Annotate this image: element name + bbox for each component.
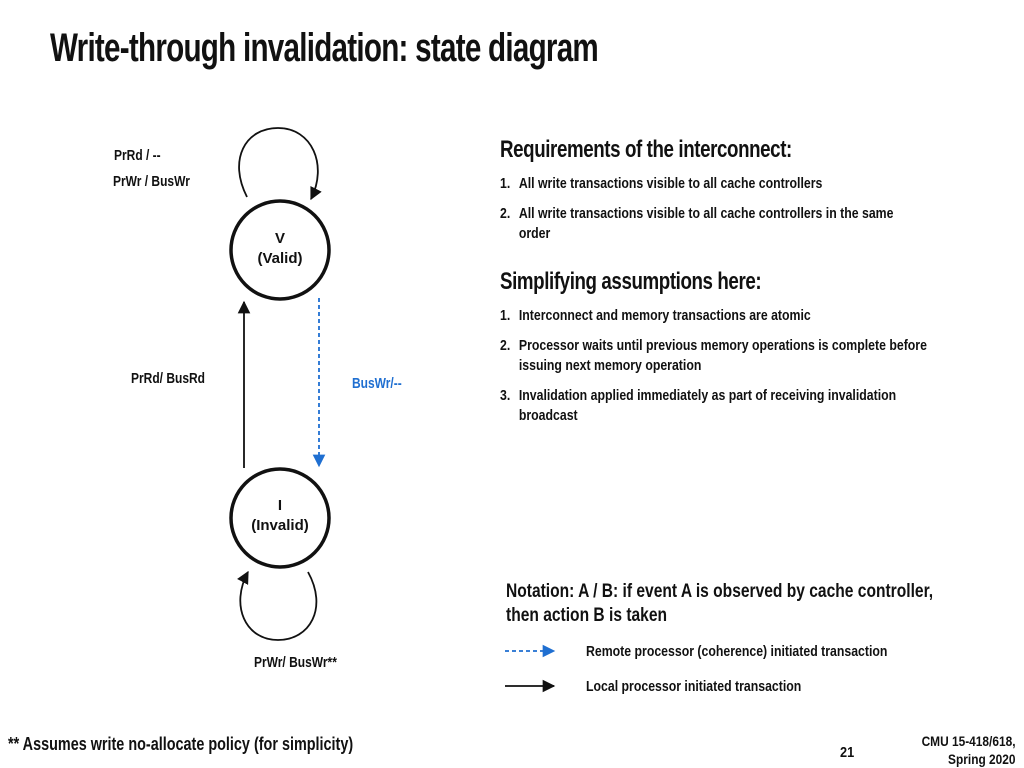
label-v-self-line1: PrRd / --	[114, 147, 161, 164]
transition-i-self-loop	[237, 570, 318, 641]
footnote: ** Assumes write no-allocate policy (for…	[8, 734, 354, 754]
assumptions-heading: Simplifying assumptions here:	[500, 268, 762, 295]
state-valid-name: (Valid)	[257, 250, 302, 267]
state-invalid-circle	[229, 467, 331, 569]
course-line2: Spring 2020	[948, 751, 1016, 767]
label-i-to-v: PrRd/ BusRd	[131, 370, 205, 387]
state-invalid-letter: I	[278, 497, 282, 514]
slide-title: Write-through invalidation: state diagra…	[50, 26, 599, 70]
assumptions-section: Simplifying assumptions here: 1.Intercon…	[500, 268, 1020, 436]
legend-local-label: Local processor initiated transaction	[586, 678, 802, 695]
assumptions-list: 1.Interconnect and memory transactions a…	[500, 306, 927, 426]
list-item: 2.Processor waits until previous memory …	[500, 337, 927, 374]
label-i-self: PrWr/ BusWr**	[254, 654, 338, 671]
course-line1: CMU 15-418/618,	[922, 733, 1016, 749]
list-item: 1.All write transactions visible to all …	[500, 175, 823, 192]
notation-text: Notation: A / B: if event A is observed …	[506, 581, 934, 626]
label-v-self-line2: PrWr / BusWr	[113, 173, 191, 190]
label-v-to-i: BusWr/--	[352, 375, 402, 392]
state-invalid-name: (Invalid)	[251, 517, 309, 534]
transition-v-self-loop	[238, 127, 322, 201]
course-label: CMU 15-418/618, Spring 2020	[922, 732, 1016, 768]
state-valid-letter: V	[275, 230, 285, 247]
legend-remote-label: Remote processor (coherence) initiated t…	[586, 643, 888, 660]
list-item: 3.Invalidation applied immediately as pa…	[500, 387, 897, 424]
requirements-list: 1.All write transactions visible to all …	[500, 174, 926, 244]
page-number: 21	[840, 744, 855, 761]
state-valid-circle	[229, 199, 331, 301]
list-item: 2.All write transactions visible to all …	[500, 205, 894, 242]
requirements-section: Requirements of the interconnect: 1.All …	[500, 136, 1020, 254]
requirements-heading: Requirements of the interconnect:	[500, 136, 792, 163]
list-item: 1.Interconnect and memory transactions a…	[500, 307, 811, 324]
